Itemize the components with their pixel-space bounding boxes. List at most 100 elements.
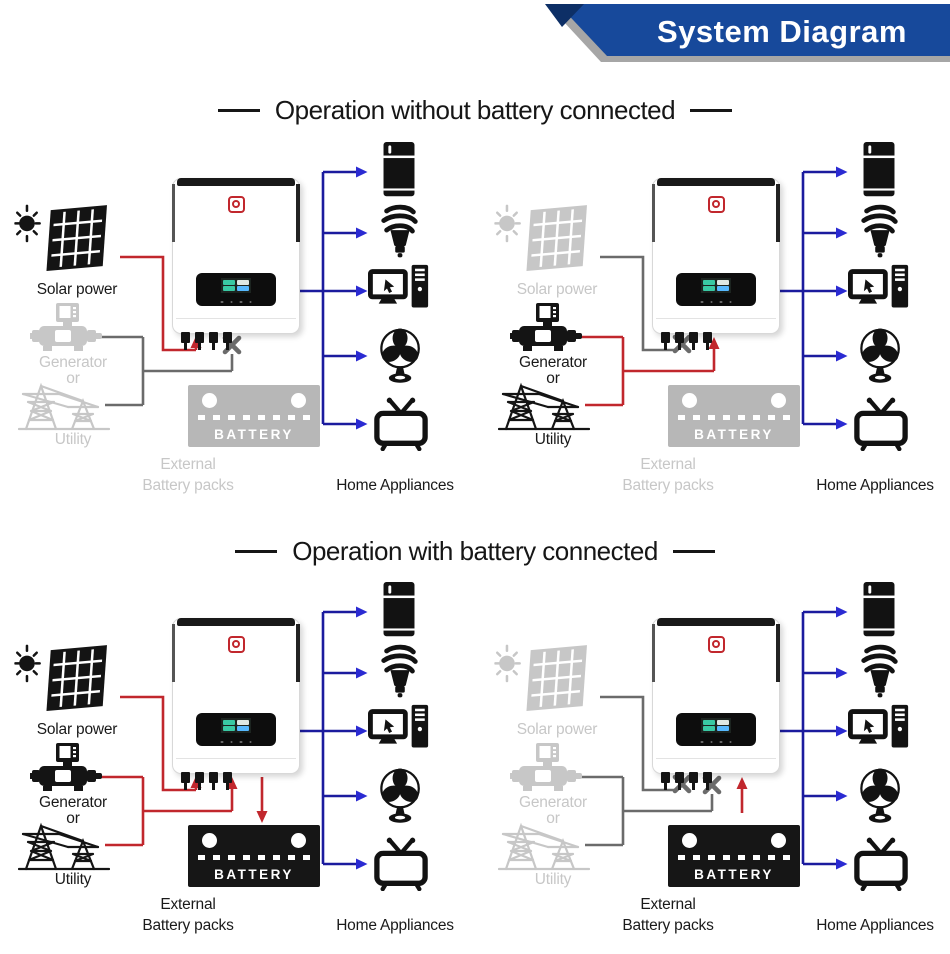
utility-pylon-icon [18, 821, 110, 871]
section-title-text: Operation without battery connected [274, 95, 676, 125]
hybrid-inverter [172, 178, 300, 350]
utility-label: Utility [54, 871, 92, 888]
utility-label: Utility [534, 431, 572, 448]
hybrid-inverter [652, 618, 780, 790]
battery-charge-arrow [256, 811, 268, 823]
inverter-fin-left [652, 184, 655, 242]
display-buttons [220, 300, 252, 303]
title-dash-left [235, 550, 278, 553]
computer-icon [368, 702, 432, 760]
utility-label: Utility [54, 431, 92, 448]
display-buttons [700, 740, 732, 743]
inverter-ports [181, 772, 232, 790]
battery-dashes [678, 855, 790, 860]
lcd-screen [221, 278, 251, 293]
utility-pylon-icon [498, 381, 590, 431]
inverter-seam [656, 318, 776, 319]
battery-dashes [678, 415, 790, 420]
solar-power-label: Solar power [516, 721, 598, 738]
inverter-fin-right [296, 184, 300, 242]
generator-icon [30, 743, 102, 795]
battery-text: BATTERY [214, 427, 294, 442]
battery-dashes [198, 855, 310, 860]
home-appliances-label: Home Appliances [336, 477, 454, 494]
load-feed-lines [298, 170, 356, 426]
cfl-bulb-icon [378, 204, 422, 262]
battery-text: BATTERY [214, 867, 294, 882]
battery-text: BATTERY [694, 867, 774, 882]
solar-grid-feed-lines [100, 695, 264, 847]
grid-feed-arrow [226, 777, 238, 789]
lcd-screen [701, 718, 731, 733]
load-feed-lines [778, 610, 836, 866]
title-dash-right [690, 109, 733, 112]
display-buttons [220, 740, 252, 743]
lcd-screen [701, 278, 731, 293]
tv-icon [374, 837, 428, 891]
inverter-heatsink-top [657, 618, 775, 626]
computer-icon [368, 262, 432, 320]
inverter-fin-left [652, 624, 655, 682]
tv-icon [374, 397, 428, 451]
generator-icon [510, 303, 582, 355]
solar-grid-feed-lines [580, 695, 714, 847]
connections-overlay [100, 166, 368, 430]
inverter-ports [181, 332, 232, 350]
fan-icon [376, 768, 426, 826]
solar-panel-icon [14, 202, 112, 276]
solar-power-label: Solar power [516, 281, 598, 298]
inverter-seam [176, 318, 296, 319]
grid-feed-line [100, 335, 234, 407]
battery-icon: BATTERY [668, 825, 800, 887]
generator-icon [30, 303, 102, 355]
banner-title: System Diagram [657, 14, 907, 49]
fan-icon [856, 328, 906, 386]
brand-logo-icon [228, 196, 245, 213]
solar-feed-line [600, 255, 675, 352]
solar-panel-icon [494, 642, 592, 716]
banner-body [558, 4, 950, 56]
hybrid-inverter [172, 618, 300, 790]
home-appliances-label: Home Appliances [816, 917, 934, 934]
computer-icon [848, 262, 912, 320]
lcd-screen [221, 718, 251, 733]
fridge-icon [856, 142, 902, 202]
battery-terminal [291, 393, 306, 408]
solar-panel-icon [494, 202, 592, 276]
hybrid-inverter [652, 178, 780, 350]
brand-logo-icon [708, 196, 725, 213]
fridge-icon [376, 142, 422, 202]
battery-terminal [771, 393, 786, 408]
battery-terminal [682, 833, 697, 848]
inverter-fin-right [296, 624, 300, 682]
brand-logo-icon [228, 636, 245, 653]
section-title-text: Operation with battery connected [292, 536, 658, 566]
inverter-display [196, 713, 276, 746]
cfl-bulb-icon [378, 644, 422, 702]
battery-terminal [771, 833, 786, 848]
inverter-seam [656, 758, 776, 759]
cfl-bulb-icon [858, 204, 902, 262]
solar-power-label: Solar power [36, 281, 118, 298]
inverter-display [676, 273, 756, 306]
battery-terminal [202, 833, 217, 848]
inverter-fin-right [776, 184, 780, 242]
section-title-no-battery: Operation without battery connected [0, 95, 950, 126]
fan-icon [376, 328, 426, 386]
tv-icon [854, 397, 908, 451]
inverter-fin-left [172, 184, 175, 242]
load-feed-lines [298, 610, 356, 866]
title-dash-left [217, 109, 260, 112]
section-title-with-battery: Operation with battery connected [0, 536, 950, 567]
inverter-fin-right [776, 624, 780, 682]
load-feed-lines [778, 170, 836, 426]
tv-icon [854, 837, 908, 891]
computer-icon [848, 702, 912, 760]
